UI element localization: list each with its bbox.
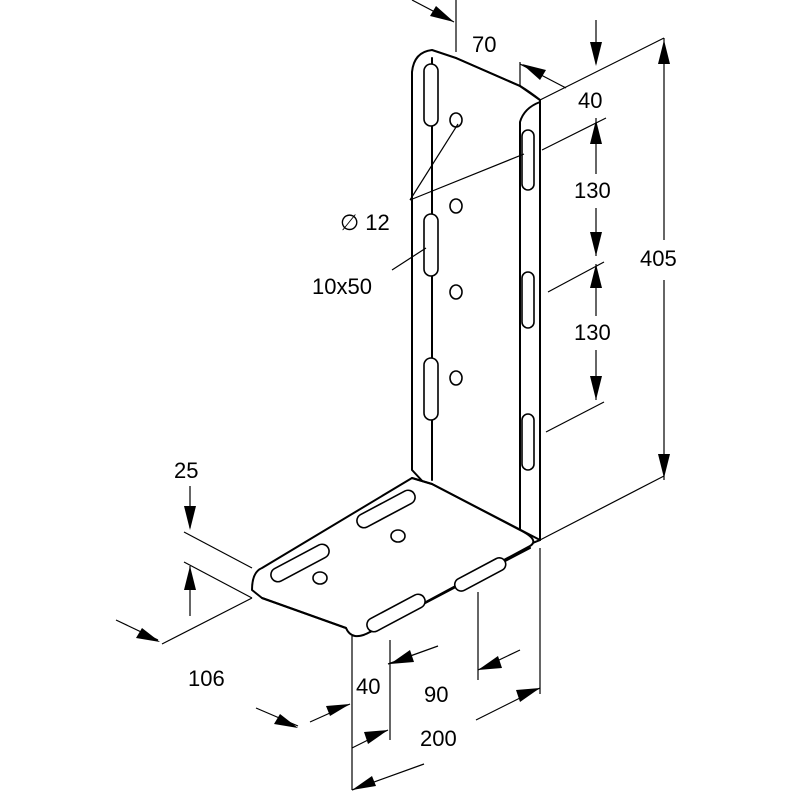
upright-hole-4 [449,370,463,386]
label-hole-diameter: ∅ 12 [340,210,390,235]
label-flange-height: 25 [174,458,198,483]
base-hole-2 [312,571,328,585]
base-slot-right [453,557,507,592]
label-slot-size: 10x50 [312,274,372,299]
upright-top-edge [455,57,521,87]
base-slot-rear [356,489,416,529]
base-back-fold [411,477,433,485]
dimension-lines [115,0,670,791]
base-plate [251,477,535,638]
base-lip-line [261,597,347,629]
label-base-width: 200 [420,726,457,751]
upright-hole-2 [449,198,463,214]
side-slot-mid [521,271,535,329]
label-top-width: 70 [472,32,496,57]
base-slot-left [270,543,330,583]
side-slot-top [521,129,535,191]
label-base-slot-offset: 40 [356,674,380,699]
label-height: 405 [640,246,677,271]
upright-slot-top [423,63,439,127]
label-slot-pitch-2: 130 [574,320,611,345]
upright-slot-low [423,357,439,421]
side-slot-low [521,413,535,471]
label-slot-offset-top: 40 [578,88,602,113]
label-base-slot-pitch: 90 [424,682,448,707]
upright-hole-3 [449,284,463,300]
label-base-depth: 106 [188,666,225,691]
base-hole-1 [390,529,406,543]
dimension-labels: 70 40 130 405 130 ∅ 12 10x50 25 106 40 9… [174,32,677,751]
upright-hole-1 [449,112,463,128]
base-slot-front [366,593,426,633]
bracket-body [251,49,541,638]
label-slot-pitch-1: 130 [574,178,611,203]
base-fold-line [431,483,541,541]
slots-and-holes [270,63,535,633]
upright-rear-top [519,85,541,101]
upright-slot-mid [423,213,439,277]
